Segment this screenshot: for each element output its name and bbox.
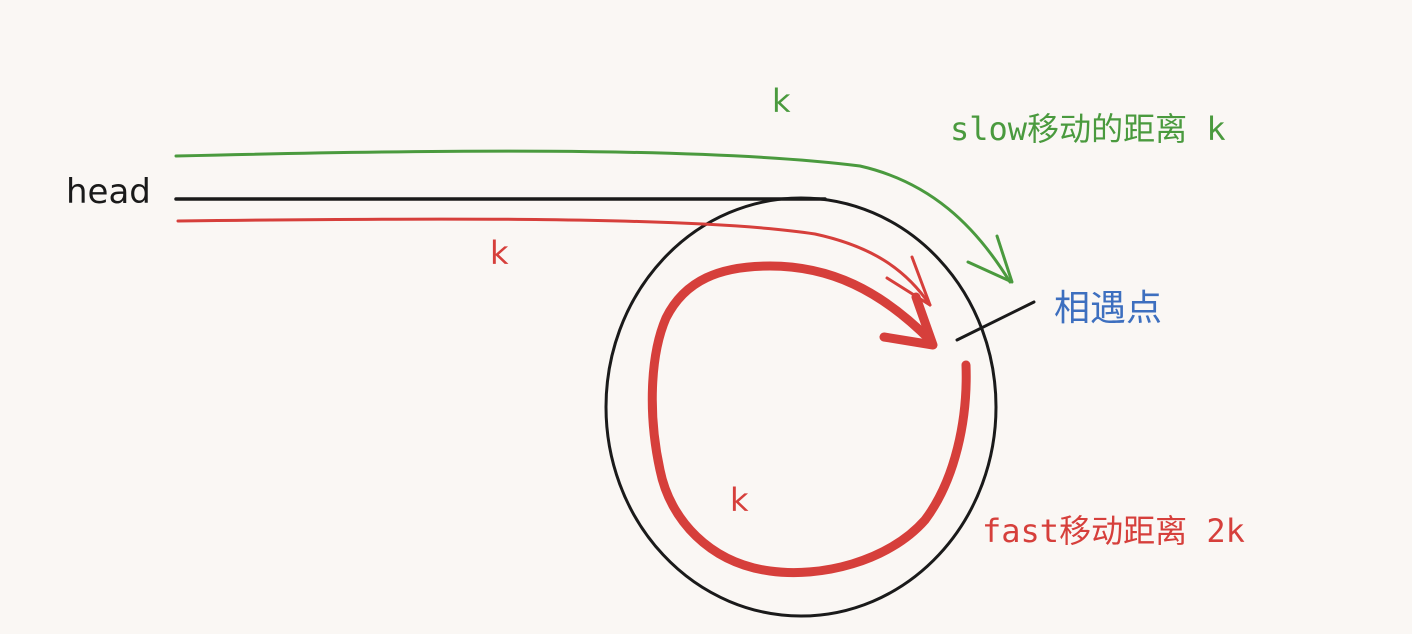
fast-loop-path [647, 261, 971, 578]
slow-arrowhead [966, 234, 1014, 284]
slow-distance-label: slow移动的距离 k [950, 110, 1226, 148]
slow-k-label: k [772, 82, 791, 120]
fast-loop-arrowhead [879, 292, 938, 350]
cycle-circle [604, 196, 998, 618]
fast-line-path [176, 217, 932, 307]
fast-distance-label: fast移动距离 2k [982, 512, 1245, 550]
fast-k-loop-label: k [730, 481, 749, 519]
slow-path [174, 149, 1012, 284]
meet-pointer-line [955, 300, 1036, 342]
meet-point-label: 相遇点 [1054, 288, 1162, 329]
head-label: head [66, 172, 151, 212]
fast-k-line-label: k [490, 234, 509, 272]
fast-line-arrowhead [885, 255, 932, 307]
